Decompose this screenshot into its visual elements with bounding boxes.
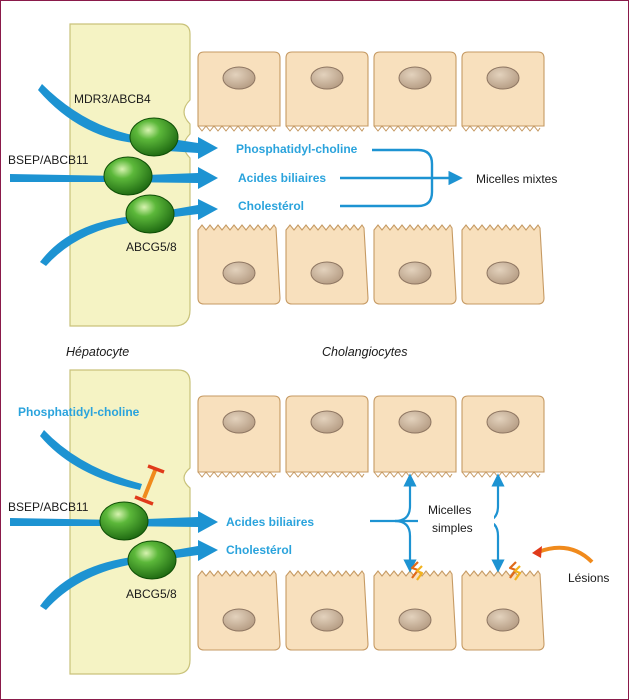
cholangiocyte-row-bottom-lower xyxy=(197,570,545,651)
nucleus xyxy=(486,66,520,90)
transporters-bottom xyxy=(99,501,177,580)
transporters-top xyxy=(103,117,179,234)
cholangiocyte-cell xyxy=(373,395,457,478)
top-merge-lines xyxy=(340,148,463,208)
cholangiocyte-cell xyxy=(461,51,545,132)
bsep-label-bottom: BSEP/ABCB11 xyxy=(8,500,89,514)
cholangiocyte-cell xyxy=(461,224,545,305)
mdr3-transporter xyxy=(129,117,179,157)
phosphatidyl-choline-label: Phosphatidyl-choline xyxy=(236,142,358,156)
nucleus xyxy=(398,608,432,632)
nucleus xyxy=(398,261,432,285)
simple-micelles-label-line2: simples xyxy=(432,521,473,535)
cholangiocyte-cell xyxy=(373,51,457,132)
nucleus xyxy=(310,261,344,285)
cholangiocyte-row-top-lower xyxy=(197,224,545,305)
phosphatidyl-inflow-blocked xyxy=(40,430,142,490)
cholangiocyte-cell xyxy=(197,395,281,478)
cholesterol-label-bottom: Cholestérol xyxy=(226,543,292,557)
nucleus xyxy=(222,410,256,434)
micelle-label-bg xyxy=(418,498,494,540)
cholangiocyte-cell xyxy=(285,224,369,305)
simple-micelles-label-line1: Micelles xyxy=(428,503,471,517)
nucleus xyxy=(398,410,432,434)
nucleus xyxy=(486,261,520,285)
bile-acids-label: Acides biliaires xyxy=(238,171,326,185)
cholangiocytes-label: Cholangiocytes xyxy=(322,345,407,359)
cholangiocyte-row-bottom-upper xyxy=(197,395,545,478)
nucleus xyxy=(222,261,256,285)
nucleus xyxy=(398,66,432,90)
bsep-transporter xyxy=(103,156,153,196)
phosphatidyl-choline-blocked-label: Phosphatidyl-choline xyxy=(18,405,140,419)
lesion-arrowhead xyxy=(532,546,542,558)
nucleus xyxy=(486,608,520,632)
abcg-transporter-bottom xyxy=(127,540,177,580)
nucleus xyxy=(222,608,256,632)
nucleus xyxy=(222,66,256,90)
abcg-transporter xyxy=(125,194,175,234)
nucleus xyxy=(310,66,344,90)
cholangiocyte-cell xyxy=(373,570,457,651)
cholangiocyte-cell xyxy=(197,224,281,305)
inhibitor-symbol xyxy=(134,464,165,506)
bsep-label: BSEP/ABCB11 xyxy=(8,153,89,167)
lesion-marks xyxy=(410,561,522,581)
cholangiocyte-cell xyxy=(197,570,281,651)
cholangiocyte-cell xyxy=(197,51,281,132)
mdr3-label: MDR3/ABCB4 xyxy=(74,92,151,106)
abcg-label: ABCG5/8 xyxy=(126,240,177,254)
nucleus xyxy=(310,608,344,632)
cholangiocyte-cell xyxy=(285,395,369,478)
cholangiocyte-cell xyxy=(461,570,545,651)
nucleus xyxy=(310,410,344,434)
cholangiocyte-row-top-upper xyxy=(197,51,545,132)
abcg-label-bottom: ABCG5/8 xyxy=(126,587,177,601)
bsep-transporter-bottom xyxy=(99,501,149,541)
lesion-arrow xyxy=(537,545,594,564)
cholangiocyte-cell xyxy=(285,51,369,132)
bile-acids-label-bottom: Acides biliaires xyxy=(226,515,314,529)
hepatocyte-label: Hépatocyte xyxy=(66,345,129,359)
cholangiocyte-cell xyxy=(461,395,545,478)
mixed-micelles-label: Micelles mixtes xyxy=(476,172,557,186)
lesions-label: Lésions xyxy=(568,571,609,585)
nucleus xyxy=(486,410,520,434)
cholesterol-label: Cholestérol xyxy=(238,199,304,213)
cholangiocyte-cell xyxy=(373,224,457,305)
cholangiocyte-cell xyxy=(285,570,369,651)
